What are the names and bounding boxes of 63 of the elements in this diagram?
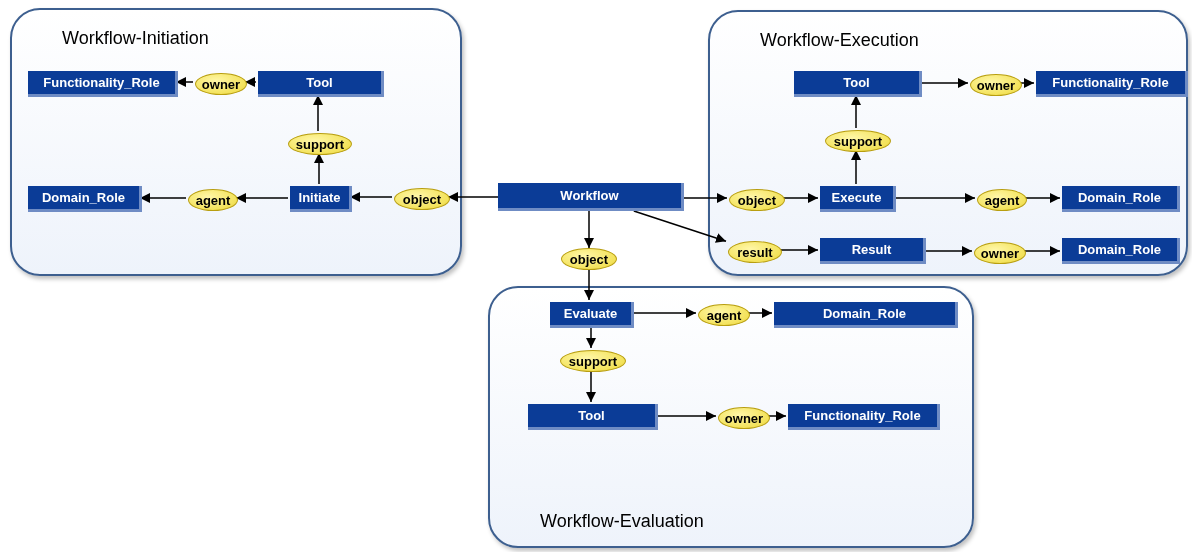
relation-ellipse: support <box>825 130 891 152</box>
arrow <box>767 411 787 421</box>
concept-box: Tool <box>258 71 384 97</box>
arrow <box>139 193 187 203</box>
arrow <box>175 77 194 87</box>
concept-box: Domain_Role <box>774 302 958 328</box>
arrow <box>851 94 861 129</box>
arrow <box>1019 78 1035 88</box>
group-panel <box>488 286 974 548</box>
concept-box: Domain_Role <box>28 186 142 212</box>
relation-ellipse: owner <box>970 74 1022 96</box>
arrow <box>584 269 594 301</box>
arrow <box>349 192 393 202</box>
arrow <box>633 210 727 243</box>
arrow <box>447 192 499 202</box>
arrow <box>631 308 697 318</box>
relation-ellipse: agent <box>698 304 750 326</box>
relation-ellipse: agent <box>977 189 1027 211</box>
arrow <box>683 193 728 203</box>
concept-box: Workflow <box>498 183 684 211</box>
group-heading: Workflow-Initiation <box>62 28 209 49</box>
relation-ellipse: object <box>561 248 617 270</box>
arrow <box>851 149 861 185</box>
arrow <box>779 245 819 255</box>
arrow <box>782 193 819 203</box>
arrow <box>919 78 969 88</box>
concept-box: Execute <box>820 186 896 212</box>
concept-box: Evaluate <box>550 302 634 328</box>
arrow <box>655 411 717 421</box>
arrow <box>747 308 773 318</box>
relation-ellipse: owner <box>195 73 247 95</box>
arrow <box>314 152 324 185</box>
concept-box: Domain_Role <box>1062 238 1180 264</box>
arrow <box>244 77 257 87</box>
relation-ellipse: object <box>394 188 450 210</box>
concept-box: Domain_Role <box>1062 186 1180 212</box>
arrow <box>923 246 973 256</box>
concept-box: Functionality_Role <box>788 404 940 430</box>
arrow <box>313 94 323 132</box>
relation-ellipse: result <box>728 241 782 263</box>
group-heading: Workflow-Evaluation <box>540 511 704 532</box>
relation-ellipse: object <box>729 189 785 211</box>
concept-box: Functionality_Role <box>1036 71 1188 97</box>
concept-box: Tool <box>528 404 658 430</box>
relation-ellipse: support <box>288 133 352 155</box>
arrow <box>586 369 596 403</box>
arrow <box>1024 193 1061 203</box>
concept-box: Initiate <box>290 186 352 212</box>
arrow <box>893 193 976 203</box>
relation-ellipse: agent <box>188 189 238 211</box>
arrow <box>586 325 596 349</box>
concept-box: Tool <box>794 71 922 97</box>
group-panel <box>708 10 1188 276</box>
relation-ellipse: owner <box>718 407 770 429</box>
group-panel <box>10 8 462 276</box>
relation-ellipse: owner <box>974 242 1026 264</box>
arrow <box>1023 246 1061 256</box>
group-heading: Workflow-Execution <box>760 30 919 51</box>
concept-box: Functionality_Role <box>28 71 178 97</box>
arrow <box>235 193 289 203</box>
relation-ellipse: support <box>560 350 626 372</box>
arrow <box>584 210 594 249</box>
concept-box: Result <box>820 238 926 264</box>
